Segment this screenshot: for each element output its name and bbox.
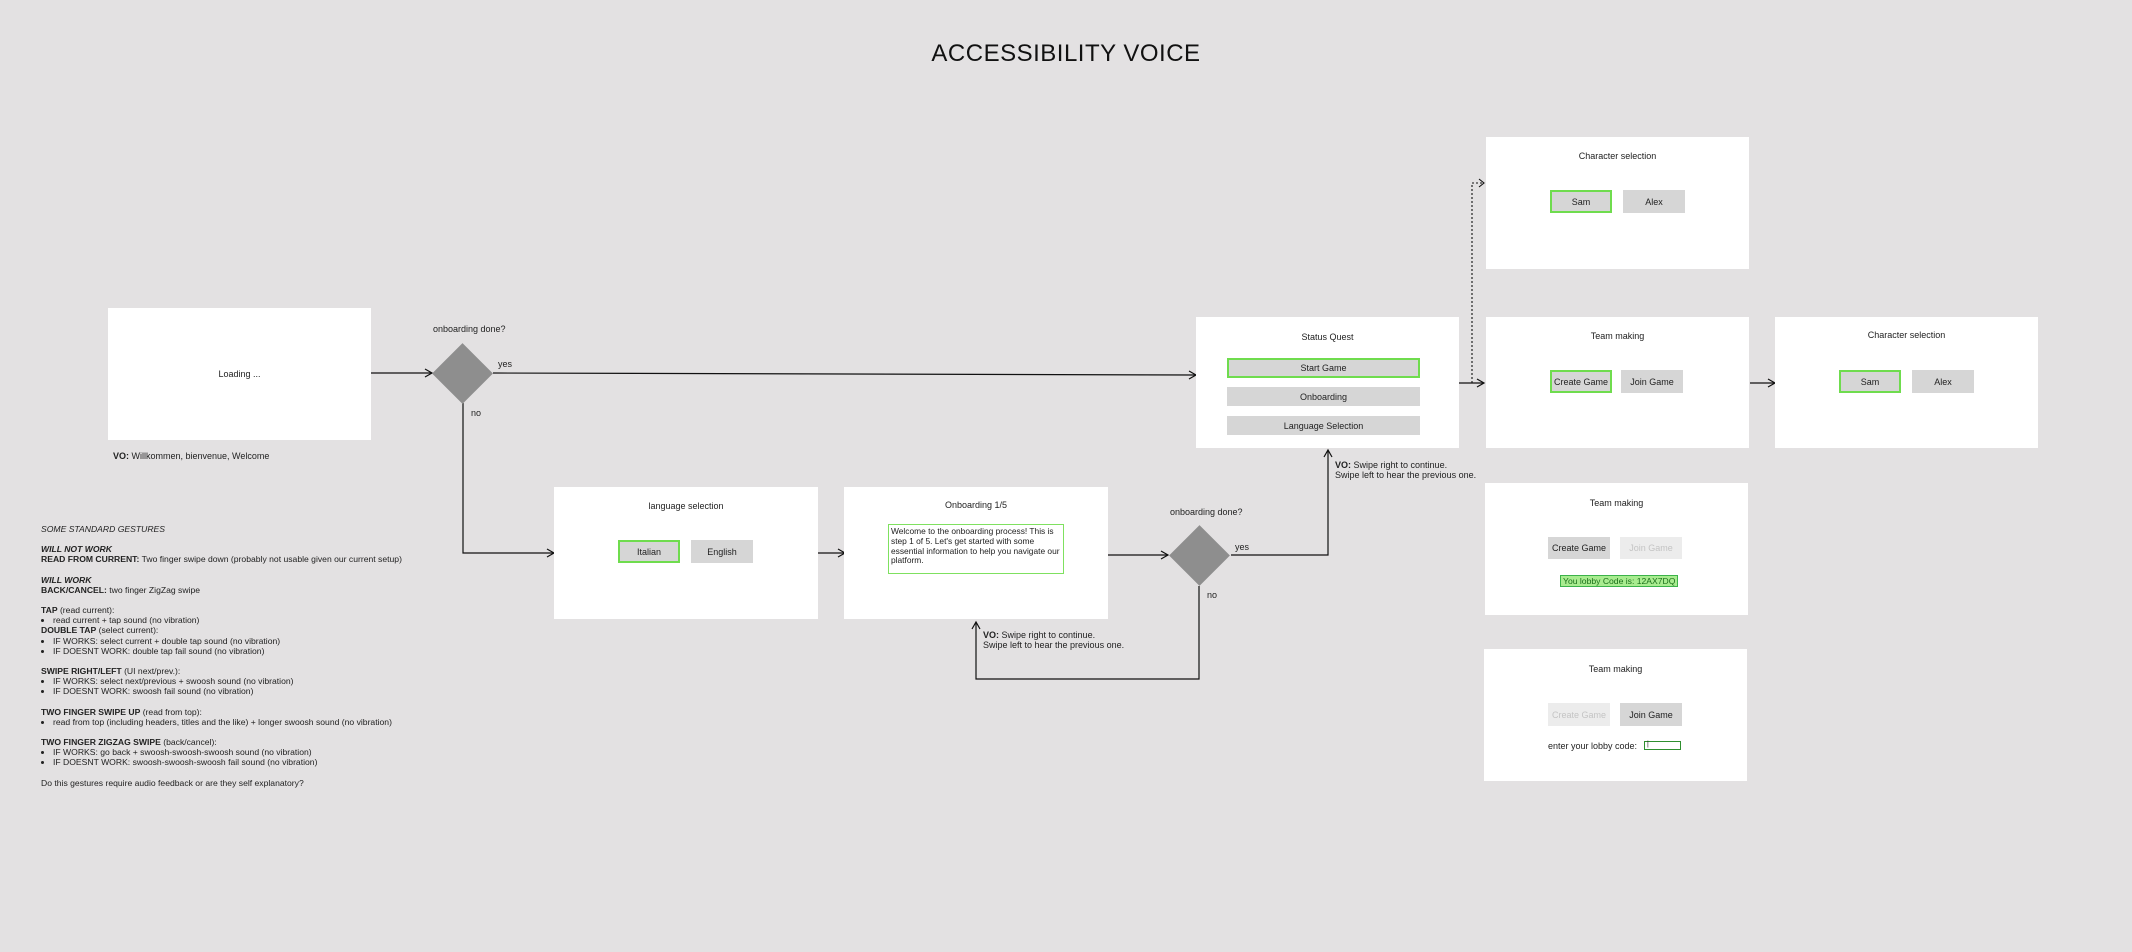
team-making-title: Team making	[1590, 331, 1645, 341]
character-selection-title: Character selection	[1867, 330, 1946, 340]
onboarding-title: Onboarding 1/5	[944, 500, 1008, 510]
vo-welcome-note: VO: Willkommen, bienvenue, Welcome	[113, 451, 269, 461]
zigzag-label: TWO FINGER ZIGZAG SWIPE	[41, 737, 161, 748]
gestures-question: Do this gestures require audio feedback …	[41, 777, 304, 788]
double-tap-label: DOUBLE TAP	[41, 625, 97, 636]
connector-decision1-yes	[492, 370, 1198, 380]
decision-question: onboarding done?	[1170, 507, 1243, 517]
list-item: IF WORKS: select current + double tap so…	[53, 636, 461, 646]
decision-yes-label: yes	[498, 359, 513, 369]
list-item: IF WORKS: select next/previous + swoosh …	[53, 676, 461, 686]
arrowhead	[1478, 178, 1485, 188]
start-game-button[interactable]: Start Game	[1227, 358, 1420, 378]
connector-status-character-dashed	[1471, 182, 1484, 383]
join-game-button[interactable]: Join Game	[1620, 703, 1682, 726]
double-tap-text: (select current):	[96, 625, 159, 636]
enter-lobby-code-label: enter your lobby code:	[1548, 741, 1638, 751]
vo-label: VO:	[113, 451, 130, 461]
vo-onboarding-note: VO: Swipe right to continue. Swipe left …	[983, 630, 1124, 650]
read-current-text: Two finger swipe down (probably not usab…	[139, 554, 402, 565]
vo-label: VO:	[1335, 460, 1352, 470]
decision-yes-label: yes	[1235, 542, 1250, 552]
page-title: ACCESSIBILITY VOICE	[931, 40, 1201, 67]
vo-line-1: Swipe right to continue.	[1351, 460, 1448, 470]
read-current-label: READ FROM CURRENT:	[41, 554, 140, 565]
team-making-title: Team making	[1589, 498, 1644, 508]
team-making-screen: Team making Create Game Join Game	[1485, 483, 1748, 615]
list-item: IF WORKS: go back + swoosh-swoosh-swoosh…	[53, 747, 461, 757]
decision-no-label: no	[1207, 590, 1218, 600]
language-selection-button[interactable]: Language Selection	[1227, 416, 1420, 435]
back-cancel-text: two finger ZigZag swipe	[106, 584, 201, 595]
two-finger-up-text: (read from top):	[140, 706, 202, 717]
alex-button[interactable]: Alex	[1912, 370, 1974, 393]
lobby-code-input[interactable]: |	[1644, 741, 1681, 750]
create-game-button[interactable]: Create Game	[1548, 703, 1610, 726]
connector-decision1-no	[462, 403, 556, 558]
sam-button[interactable]: Sam	[1550, 190, 1612, 213]
team-making-screen: Team making Create Game Join Game enter …	[1484, 649, 1747, 781]
connector-decision2-no	[971, 586, 1200, 680]
join-game-button[interactable]: Join Game	[1620, 537, 1682, 559]
character-selection-screen: Character selection Sam Alex	[1486, 137, 1749, 269]
italian-button[interactable]: Italian	[618, 540, 680, 563]
onboarding-button[interactable]: Onboarding	[1227, 387, 1420, 406]
language-selection-title: language selection	[648, 501, 724, 511]
team-making-screen: Team making Create Game Join Game	[1486, 317, 1749, 448]
vo-label: VO:	[983, 630, 1000, 640]
create-game-button[interactable]: Create Game	[1548, 537, 1610, 559]
status-quest-title: Status Quest	[1301, 332, 1354, 342]
language-selection-screen: language selection Italian English	[554, 487, 818, 619]
list-item: IF DOESNT WORK: swoosh-swoosh-swoosh fai…	[53, 757, 461, 767]
team-making-title: Team making	[1588, 664, 1643, 674]
swipe-text: (UI next/prev.):	[121, 666, 181, 677]
vo-line-1: Swipe right to continue.	[999, 630, 1096, 640]
vo-status-note: VO: Swipe right to continue. Swipe left …	[1335, 460, 1476, 480]
tap-text: (read current):	[57, 605, 115, 616]
will-not-work-heading: WILL NOT WORK	[41, 544, 112, 555]
lobby-code-badge: You lobby Code is: 12AX7DQ	[1560, 575, 1679, 587]
vo-line-2: Swipe left to hear the previous one.	[1335, 470, 1477, 480]
two-finger-up-label: TWO FINGER SWIPE UP	[41, 706, 141, 717]
list-item: read from top (including headers, titles…	[53, 717, 461, 727]
gestures-notes: SOME STANDARD GESTURES WILL NOT WORK REA…	[41, 524, 461, 788]
vo-line-2: Swipe left to hear the previous one.	[983, 640, 1125, 650]
list-item: IF DOESNT WORK: double tap fail sound (n…	[53, 646, 461, 656]
will-work-heading: WILL WORK	[41, 574, 92, 585]
list-item: read current + tap sound (no vibration)	[53, 615, 461, 625]
character-selection-title: Character selection	[1578, 151, 1657, 161]
status-quest-screen: Status Quest Start Game Onboarding Langu…	[1196, 317, 1459, 448]
alex-button[interactable]: Alex	[1623, 190, 1685, 213]
vo-text: Willkommen, bienvenue, Welcome	[129, 451, 270, 461]
list-item: IF DOESNT WORK: swoosh fail sound (no vi…	[53, 686, 461, 696]
join-game-button[interactable]: Join Game	[1621, 370, 1683, 393]
character-selection-screen: Character selection Sam Alex	[1775, 317, 2038, 448]
back-cancel-label: BACK/CANCEL:	[41, 584, 107, 595]
english-button[interactable]: English	[691, 540, 753, 563]
onboarding-text-box: Welcome to the onboarding process! This …	[888, 524, 1064, 574]
loading-label: Loading ...	[218, 369, 261, 379]
connector-decision2-yes	[1231, 448, 1333, 556]
decision-question: onboarding done?	[433, 324, 506, 334]
tap-label: TAP	[41, 605, 58, 616]
gestures-heading: SOME STANDARD GESTURES	[41, 524, 165, 534]
loading-screen: Loading ...	[108, 308, 371, 440]
zigzag-text: (back/cancel):	[160, 737, 217, 748]
swipe-label: SWIPE RIGHT/LEFT	[41, 666, 122, 677]
create-game-button[interactable]: Create Game	[1550, 370, 1612, 393]
decision-no-label: no	[471, 408, 482, 418]
sam-button[interactable]: Sam	[1839, 370, 1901, 393]
